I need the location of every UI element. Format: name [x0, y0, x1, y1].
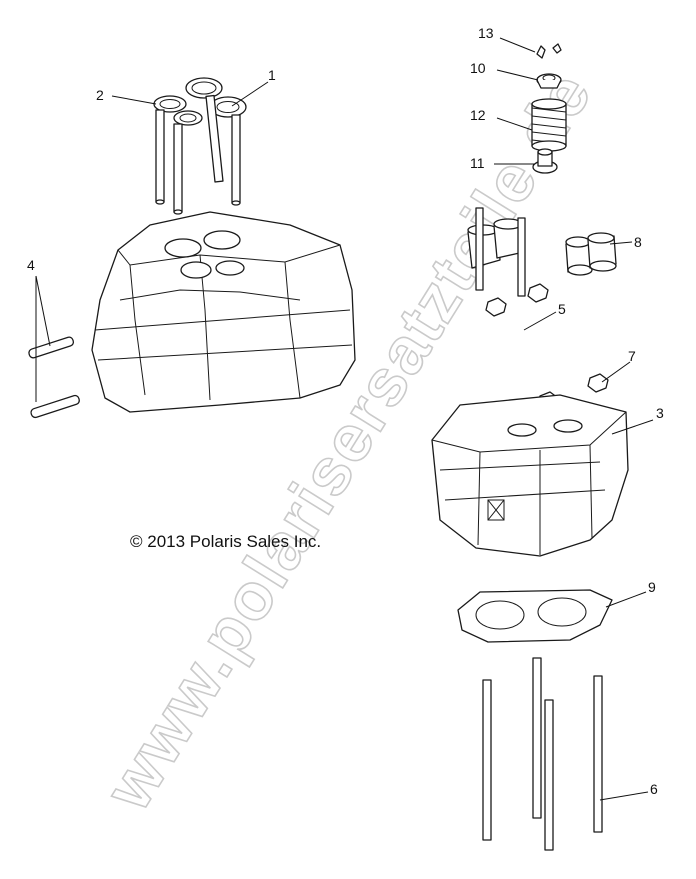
- callout-3: 3: [656, 405, 664, 421]
- callout-1: 1: [268, 67, 276, 83]
- copyright-notice: © 2013 Polaris Sales Inc.: [130, 532, 322, 551]
- callout-4: 4: [27, 257, 35, 273]
- callout-11: 11: [470, 155, 485, 171]
- long-studs: [482, 657, 603, 851]
- callout-10: 10: [470, 60, 486, 76]
- callout-9: 9: [648, 579, 656, 595]
- leader-lines: [35, 37, 654, 801]
- buckets: [467, 218, 617, 276]
- valve-set: [153, 77, 247, 215]
- callout-12: 12: [470, 107, 486, 123]
- dowel-pins: [28, 336, 80, 419]
- callout-6: 6: [650, 781, 658, 797]
- callout-2: 2: [96, 87, 104, 103]
- callout-13: 13: [478, 25, 494, 41]
- cylinder-block: [91, 211, 356, 413]
- callout-5: 5: [558, 301, 566, 317]
- callout-7: 7: [628, 348, 636, 364]
- callout-numbers: 1 2 3 4 5 6 7 8 9 10 11 12 13: [27, 25, 664, 797]
- callout-8: 8: [634, 234, 642, 250]
- head-gasket: [457, 589, 613, 643]
- cylinder-head: [431, 394, 629, 557]
- valve-train-stack: [531, 43, 567, 174]
